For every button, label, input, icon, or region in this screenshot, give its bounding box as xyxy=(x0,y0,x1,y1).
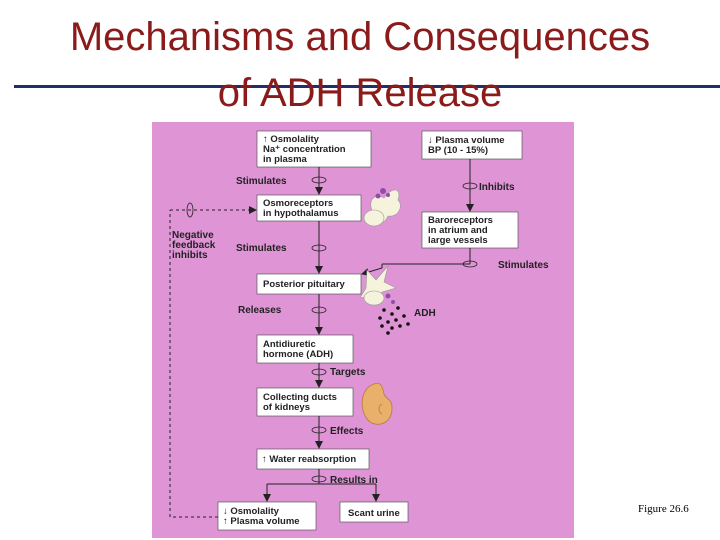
box-osmoreceptors-text: Osmoreceptors in hypothalamus xyxy=(263,198,338,219)
box-posterior-pituitary xyxy=(256,273,362,295)
box-collecting-ducts-text: Collecting ducts of kidneys xyxy=(263,392,340,413)
box-osmolality-text: ↑ Osmolality Na⁺ concentration in plasma xyxy=(263,134,348,165)
hypothalamus-neuron-icon xyxy=(363,188,401,227)
label-stimulates-2: Stimulates xyxy=(236,243,287,254)
box-result-osmolality xyxy=(217,501,317,531)
label-targets: Targets xyxy=(330,367,366,378)
arrow-crossings xyxy=(186,176,478,483)
box-adh-text: Antidiuretic hormone (ADH) xyxy=(263,339,333,360)
label-stimulates-1: Stimulates xyxy=(236,176,287,187)
box-baroreceptors xyxy=(421,211,519,249)
box-baroreceptors-text: Baroreceptors in atrium and large vessel… xyxy=(428,215,496,246)
box-water-reabsorption-text: ↑ Water reabsorption xyxy=(262,454,356,465)
label-inhibits: Inhibits xyxy=(479,182,515,193)
box-plasma-volume xyxy=(421,130,523,160)
label-negative-feedback: Negative feedback inhibits xyxy=(172,230,218,261)
title-underline xyxy=(14,85,720,88)
main-flow-arrows xyxy=(169,159,474,518)
label-releases: Releases xyxy=(238,305,282,316)
figure-caption: Figure 26.6 xyxy=(638,503,689,515)
label-stimulates-3: Stimulates xyxy=(498,260,549,271)
adh-molecule-dots xyxy=(378,306,410,335)
box-posterior-pituitary-text: Posterior pituitary xyxy=(263,279,346,290)
slide-title-line2: of ADH Release xyxy=(217,71,503,115)
box-water-reabsorption xyxy=(256,448,370,470)
box-collecting-ducts xyxy=(256,387,354,417)
kidney-icon xyxy=(361,382,393,425)
box-plasma-volume-text: ↓ Plasma volume BP (10 - 15%) xyxy=(428,135,507,156)
label-adh-molecules: ADH xyxy=(414,308,436,319)
box-osmoreceptors xyxy=(256,194,362,222)
box-scant-urine-text: Scant urine xyxy=(348,508,400,519)
box-osmolality xyxy=(256,130,372,168)
box-adh xyxy=(256,334,354,364)
pituitary-neuron-icon xyxy=(359,265,397,306)
box-result-osmolality-text: ↓ Osmolality ↑ Plasma volume xyxy=(223,506,300,527)
label-effects: Effects xyxy=(330,426,364,437)
box-scant-urine xyxy=(339,501,409,523)
adh-flow-diagram: ↑ Osmolality Na⁺ concentration in plasma… xyxy=(152,122,574,538)
label-results-in: Results in xyxy=(330,475,378,486)
slide-title-line1: Mechanisms and Consequences xyxy=(69,15,651,59)
